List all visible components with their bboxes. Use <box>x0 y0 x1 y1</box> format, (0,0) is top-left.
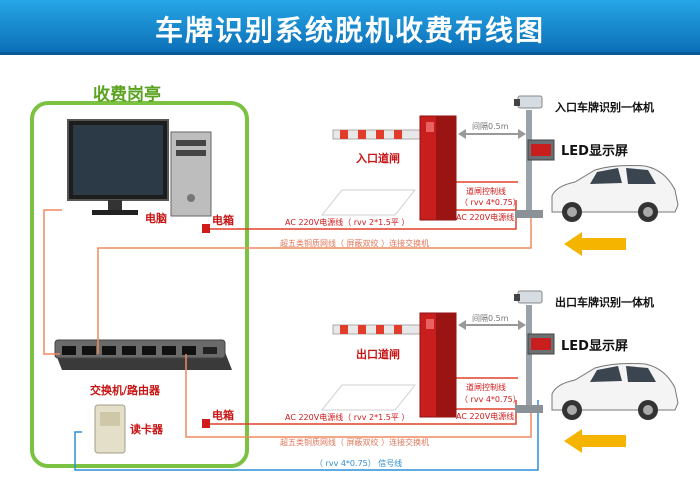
exit-network-cable-label: 超五类铜质网线（ 屏蔽双绞 ）连接交换机 <box>280 438 430 447</box>
switch-icon <box>54 339 232 370</box>
exit-camera-pole <box>514 290 555 413</box>
exit-car-icon <box>551 363 679 420</box>
exit-direction-arrow <box>564 429 626 453</box>
exit-gate-icon <box>332 312 457 418</box>
exit-ground-marking <box>320 384 417 411</box>
entry-spacing-label: 间隔0.5m <box>472 122 509 131</box>
exit-power-box <box>202 419 210 428</box>
exit-spacing-arrow <box>458 320 526 330</box>
entry-camera-pole <box>514 95 555 218</box>
booth-frame <box>30 101 249 468</box>
switch-label: 交换机/路由器 <box>90 384 161 397</box>
page-title: 车牌识别系统脱机收费布线图 <box>154 14 545 47</box>
entry-power-box <box>202 224 210 233</box>
entry-network-cable <box>97 200 532 354</box>
exit-network-cable <box>185 354 532 438</box>
entry-box-label: 电箱 <box>212 214 234 227</box>
entry-gate-icon <box>332 115 457 221</box>
computer-label: 电脑 <box>145 212 167 225</box>
entry-gate-power-label: AC 220V电源线 <box>456 213 515 222</box>
booth-title: 收费岗亭 <box>93 85 161 105</box>
exit-gate-power-label: AC 220V电源线 <box>456 412 515 421</box>
exit-control-cable-spec: （ rvv 4*0.75） <box>460 395 521 404</box>
entry-led-label: LED显示屏 <box>561 144 628 159</box>
entry-camera-label: 入口车牌识别一体机 <box>555 101 654 114</box>
signal-cable <box>74 400 539 471</box>
exit-spacing-label: 间隔0.5m <box>472 314 509 323</box>
card-reader-icon <box>94 404 126 454</box>
entry-ground-marking <box>320 189 417 216</box>
entry-car-icon <box>551 165 679 222</box>
entry-control-cable-label: 道闸控制线 <box>466 187 506 196</box>
signal-cable-label: （ rvv 4*0.75） 信号线 <box>315 459 403 468</box>
entry-direction-arrow <box>564 232 626 256</box>
exit-gate-label: 出口道闸 <box>356 348 400 361</box>
entry-power-cable-label: AC 220V电源线（ rvv 2*1.5平 ） <box>285 218 410 227</box>
exit-control-cable-label: 道闸控制线 <box>466 383 506 392</box>
exit-box-label: 电箱 <box>212 409 234 422</box>
exit-led-label: LED显示屏 <box>561 339 628 354</box>
entry-spacing-arrow <box>458 129 526 139</box>
exit-power-cable-label: AC 220V电源线（ rvv 2*1.5平 ） <box>285 413 410 422</box>
card-reader-label: 读卡器 <box>130 423 163 436</box>
entry-network-cable-label: 超五类铜质网线（ 屏蔽双绞 ）连接交换机 <box>280 239 430 248</box>
exit-camera-label: 出口车牌识别一体机 <box>555 296 654 309</box>
title-bar: 车牌识别系统脱机收费布线图 <box>0 0 700 55</box>
entry-gate-label: 入口道闸 <box>356 152 400 165</box>
entry-control-cable-spec: （ rvv 4*0.75） <box>460 198 521 207</box>
computer-switch-cable <box>43 209 62 355</box>
computer-icon <box>67 119 212 217</box>
